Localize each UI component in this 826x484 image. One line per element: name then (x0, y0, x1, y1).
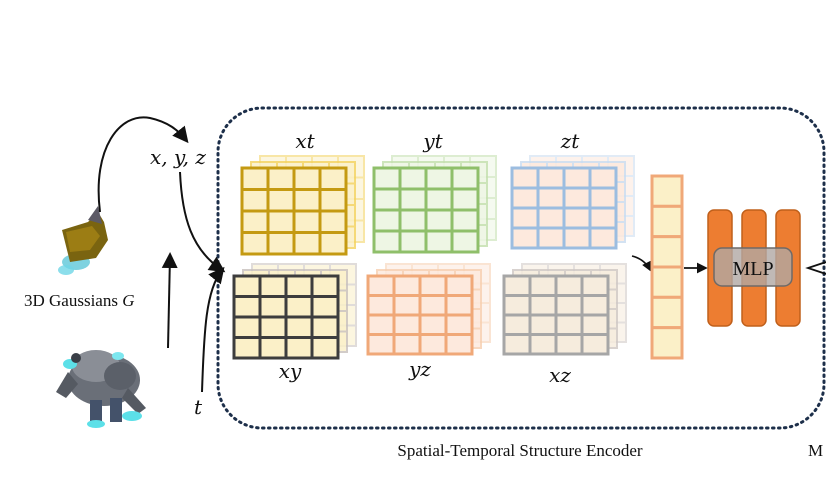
gaussians-symbol: G (122, 291, 134, 310)
coords-to-encoder-arrow (179, 171, 226, 273)
gaussians-label-text: 3D Gaussians (24, 291, 122, 310)
feature-vector-cell (650, 295, 684, 330)
gaussian-blob-icon (58, 206, 108, 275)
plane-label-xy: xy (279, 359, 302, 383)
right-edge-arrow (805, 261, 826, 275)
plane-label-xt: xt (295, 129, 315, 153)
plane-zt-front (510, 166, 618, 250)
feature-vector-cell (650, 174, 684, 208)
monster-character-icon (56, 350, 146, 428)
plane-yt-front (372, 166, 480, 254)
mlp-label-box (713, 247, 793, 287)
mlp-label: MLP (732, 258, 773, 280)
edge-text: M (808, 441, 823, 460)
mlp-block: MLP (707, 209, 801, 327)
coords-label: x, y, z (150, 145, 206, 169)
plane-label-yt: yt (422, 129, 443, 153)
plane-label-xz: xz (549, 363, 571, 387)
blob-to-coords-arrow (97, 116, 189, 213)
time-to-encoder-arrow (201, 266, 225, 393)
time-label: t (194, 395, 203, 419)
plane-label-zt: zt (560, 129, 581, 153)
plane-xz: xz (502, 263, 627, 387)
plane-yz-front (366, 274, 474, 356)
plane-label-yz: yz (408, 357, 431, 381)
plane-xz-front (502, 274, 610, 356)
encoder-caption: Spatial-Temporal Structure Encoder (397, 441, 643, 460)
feature-vector-cell (650, 235, 684, 269)
feature-vector-cell (650, 204, 684, 239)
plane-xy: xy (232, 263, 357, 383)
feature-vector-cell (650, 326, 684, 360)
feature-planes: xt yt zt xy yz xz (232, 129, 635, 387)
plane-xy-front (232, 274, 340, 360)
feature-vector (650, 174, 684, 360)
feature-vector-cell (650, 265, 684, 299)
planes-to-vector-arrow (631, 255, 651, 272)
plane-xt: xt (240, 129, 365, 256)
plane-xt-front (240, 166, 348, 256)
plane-zt: zt (510, 129, 635, 250)
up-arrow (161, 252, 178, 349)
plane-yt: yt (372, 129, 497, 254)
gaussians-label: 3D Gaussians G (24, 291, 135, 310)
plane-yz: yz (366, 263, 491, 381)
